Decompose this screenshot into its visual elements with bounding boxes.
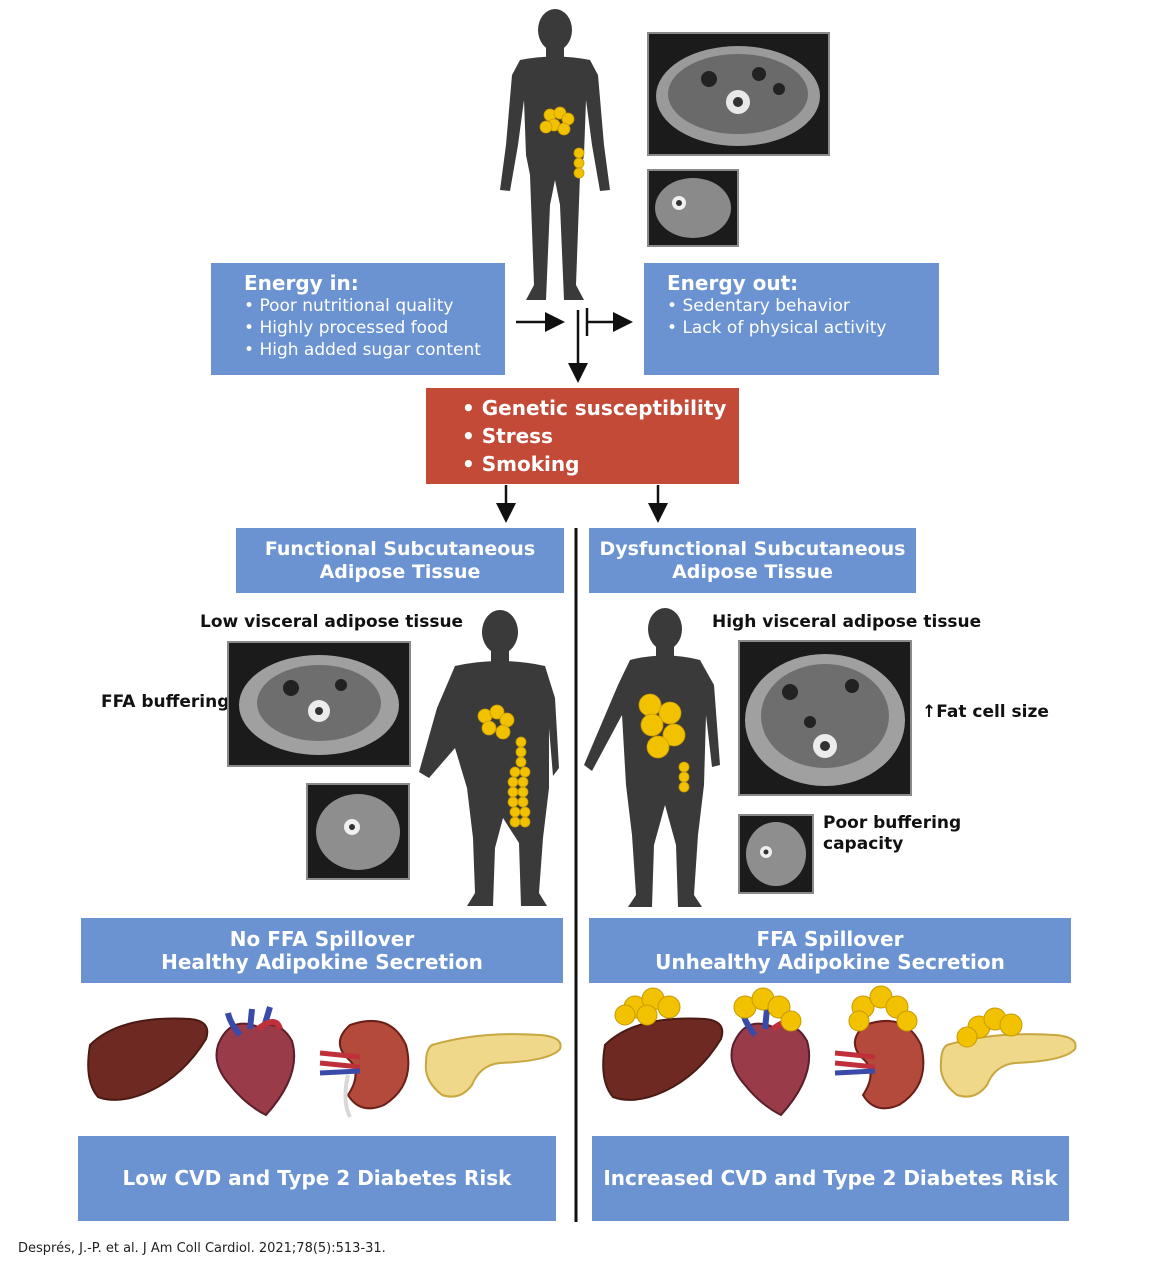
list-item: Lack of physical activity (667, 317, 939, 339)
list-item: Highly processed food (244, 317, 505, 339)
low-visceral-label: Low visceral adipose tissue (200, 612, 464, 632)
pancreas-icon (424, 1033, 562, 1098)
energy-in-list: Poor nutritional quality Highly processe… (244, 295, 505, 361)
liver-icon (602, 1017, 724, 1101)
high-visceral-label: High visceral adipose tissue (712, 612, 982, 632)
citation: Després, J.-P. et al. J Am Coll Cardiol.… (18, 1241, 386, 1256)
list-item: Genetic susceptibility (462, 394, 739, 422)
thigh-ct-scan-high (738, 814, 814, 894)
silhouette-functional (419, 610, 559, 906)
energy-in-box: Energy in: Poor nutritional quality High… (211, 263, 505, 375)
organs-with-fat (602, 985, 1077, 1117)
risk-text: Increased CVD and Type 2 Diabetes Risk (603, 1166, 1058, 1190)
spillover-line: FFA Spillover (756, 926, 904, 951)
abdominal-ct-scan-low (227, 641, 411, 767)
functional-sat-header: Functional Subcutaneous Adipose Tissue (236, 528, 564, 593)
risk-factors-box: Genetic susceptibility Stress Smoking (426, 388, 739, 484)
ffa-spillover-box: FFA Spillover Unhealthy Adipokine Secret… (589, 918, 1071, 983)
energy-in-title: Energy in: (244, 271, 359, 295)
spillover-line: Healthy Adipokine Secretion (161, 949, 483, 974)
thigh-ct-scan-top (647, 169, 739, 247)
human-silhouette-top (500, 9, 610, 300)
risk-text: Low CVD and Type 2 Diabetes Risk (122, 1166, 512, 1190)
ffa-buffering-label: FFA buffering (101, 692, 230, 712)
kidney-icon (319, 1020, 410, 1118)
kidney-icon (834, 1020, 925, 1110)
energy-out-title: Energy out: (667, 271, 799, 295)
header-line: Dysfunctional Subcutaneous (599, 537, 906, 560)
organs-healthy (87, 1006, 562, 1118)
low-risk-box: Low CVD and Type 2 Diabetes Risk (78, 1136, 556, 1221)
risk-factors-list: Genetic susceptibility Stress Smoking (462, 394, 739, 478)
list-item: Poor nutritional quality (244, 295, 505, 317)
list-item: Sedentary behavior (667, 295, 939, 317)
silhouette-dysfunctional (584, 608, 720, 907)
spillover-line: No FFA Spillover (229, 926, 415, 951)
thigh-ct-scan-low (306, 783, 410, 880)
abdominal-ct-scan-top (647, 32, 830, 156)
list-item: High added sugar content (244, 339, 505, 361)
energy-out-list: Sedentary behavior Lack of physical acti… (667, 295, 939, 339)
poor-buffering-label: Poor buffering capacity (823, 813, 961, 855)
header-line: Functional Subcutaneous (264, 537, 536, 560)
dysfunctional-sat-header: Dysfunctional Subcutaneous Adipose Tissu… (589, 528, 916, 593)
spillover-line: Unhealthy Adipokine Secretion (655, 949, 1005, 974)
energy-out-box: Energy out: Sedentary behavior Lack of p… (644, 263, 939, 375)
ectopic-fat-droplets (614, 985, 1023, 1048)
list-item: Stress (462, 422, 739, 450)
header-line: Adipose Tissue (319, 560, 481, 583)
no-ffa-spillover-box: No FFA Spillover Healthy Adipokine Secre… (81, 918, 563, 983)
abdominal-ct-scan-high (738, 640, 912, 796)
list-item: Smoking (462, 450, 739, 478)
increased-risk-box: Increased CVD and Type 2 Diabetes Risk (592, 1136, 1069, 1221)
pancreas-icon (939, 1033, 1077, 1098)
label-line: capacity (823, 834, 904, 854)
heart-icon (215, 1006, 296, 1117)
liver-icon (87, 1017, 209, 1101)
fat-cell-size-label: ↑Fat cell size (922, 702, 1049, 722)
label-line: Poor buffering (823, 813, 962, 833)
header-line: Adipose Tissue (672, 560, 833, 583)
